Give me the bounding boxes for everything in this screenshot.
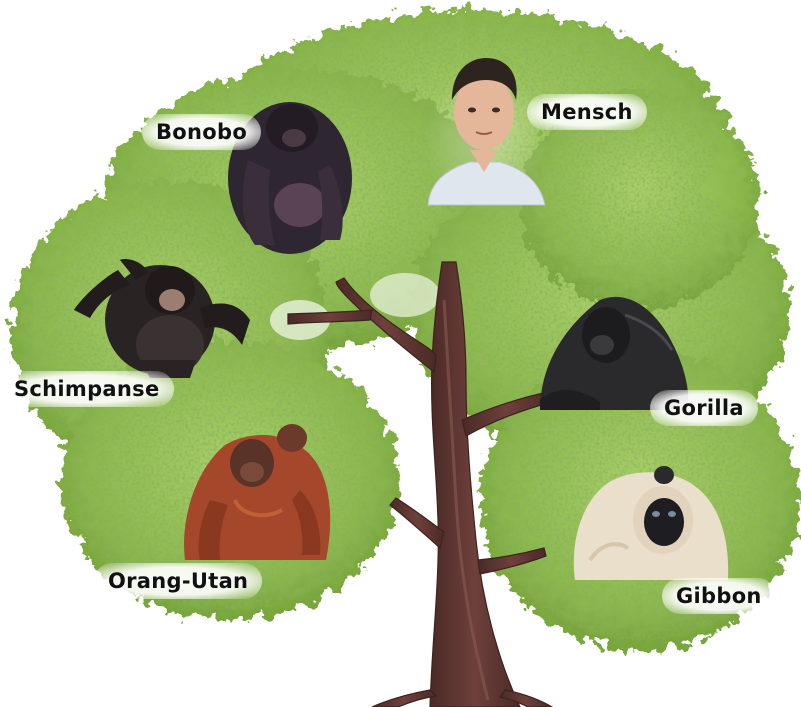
label-orang-utan: Orang-Utan: [94, 563, 262, 599]
label-gibbon: Gibbon: [662, 578, 776, 614]
label-schimpanse: Schimpanse: [0, 371, 174, 407]
label-gorilla: Gorilla: [650, 390, 758, 426]
label-bonobo: Bonobo: [142, 114, 261, 150]
label-mensch: Mensch: [527, 94, 647, 130]
